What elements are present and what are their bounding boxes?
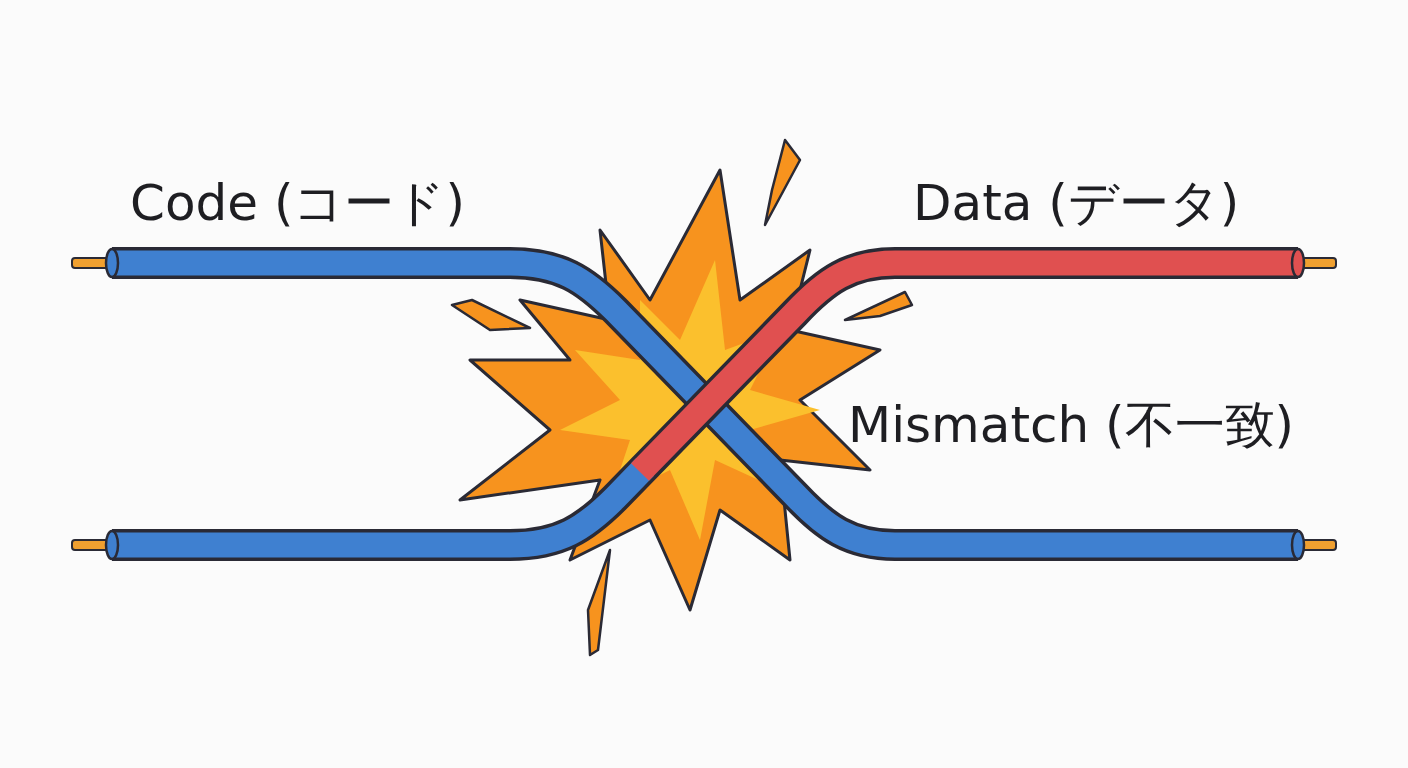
wire-label: Data (データ) <box>913 178 1239 228</box>
wire-label: Mismatch (不一致) <box>848 400 1294 450</box>
wire-end <box>1292 531 1304 559</box>
wire-end <box>106 249 118 277</box>
shard <box>845 292 912 320</box>
wire-end <box>106 531 118 559</box>
wire-label: Code (コード) <box>130 178 465 228</box>
shard <box>588 550 610 655</box>
wire-end <box>1292 249 1304 277</box>
wire-outline <box>112 263 1298 545</box>
blue-wire <box>112 263 1298 545</box>
shard <box>765 140 800 225</box>
shard <box>452 300 530 330</box>
red-wire <box>640 263 1298 472</box>
blue-wire <box>112 467 645 545</box>
wire-outline <box>112 263 1298 545</box>
